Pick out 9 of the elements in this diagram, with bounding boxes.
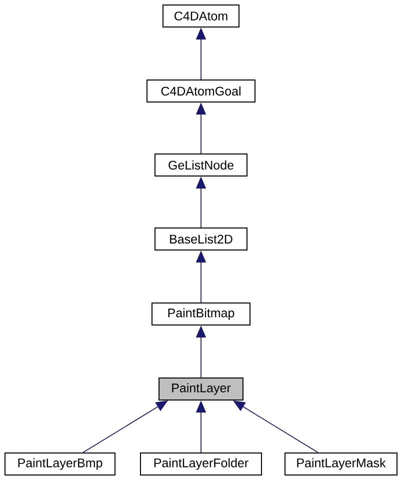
class-box: C4DAtom <box>162 4 240 28</box>
class-box: C4DAtomGoal <box>146 80 256 102</box>
class-box: PaintBitmap <box>152 302 250 326</box>
class-box: PaintLayerFolder <box>140 452 262 476</box>
class-box: PaintLayerBmp <box>4 452 116 476</box>
class-box: GeListNode <box>154 154 248 176</box>
class-box: BaseList2D <box>154 228 248 250</box>
class-box: PaintLayer <box>158 378 244 400</box>
class-box: PaintLayerMask <box>284 452 398 476</box>
